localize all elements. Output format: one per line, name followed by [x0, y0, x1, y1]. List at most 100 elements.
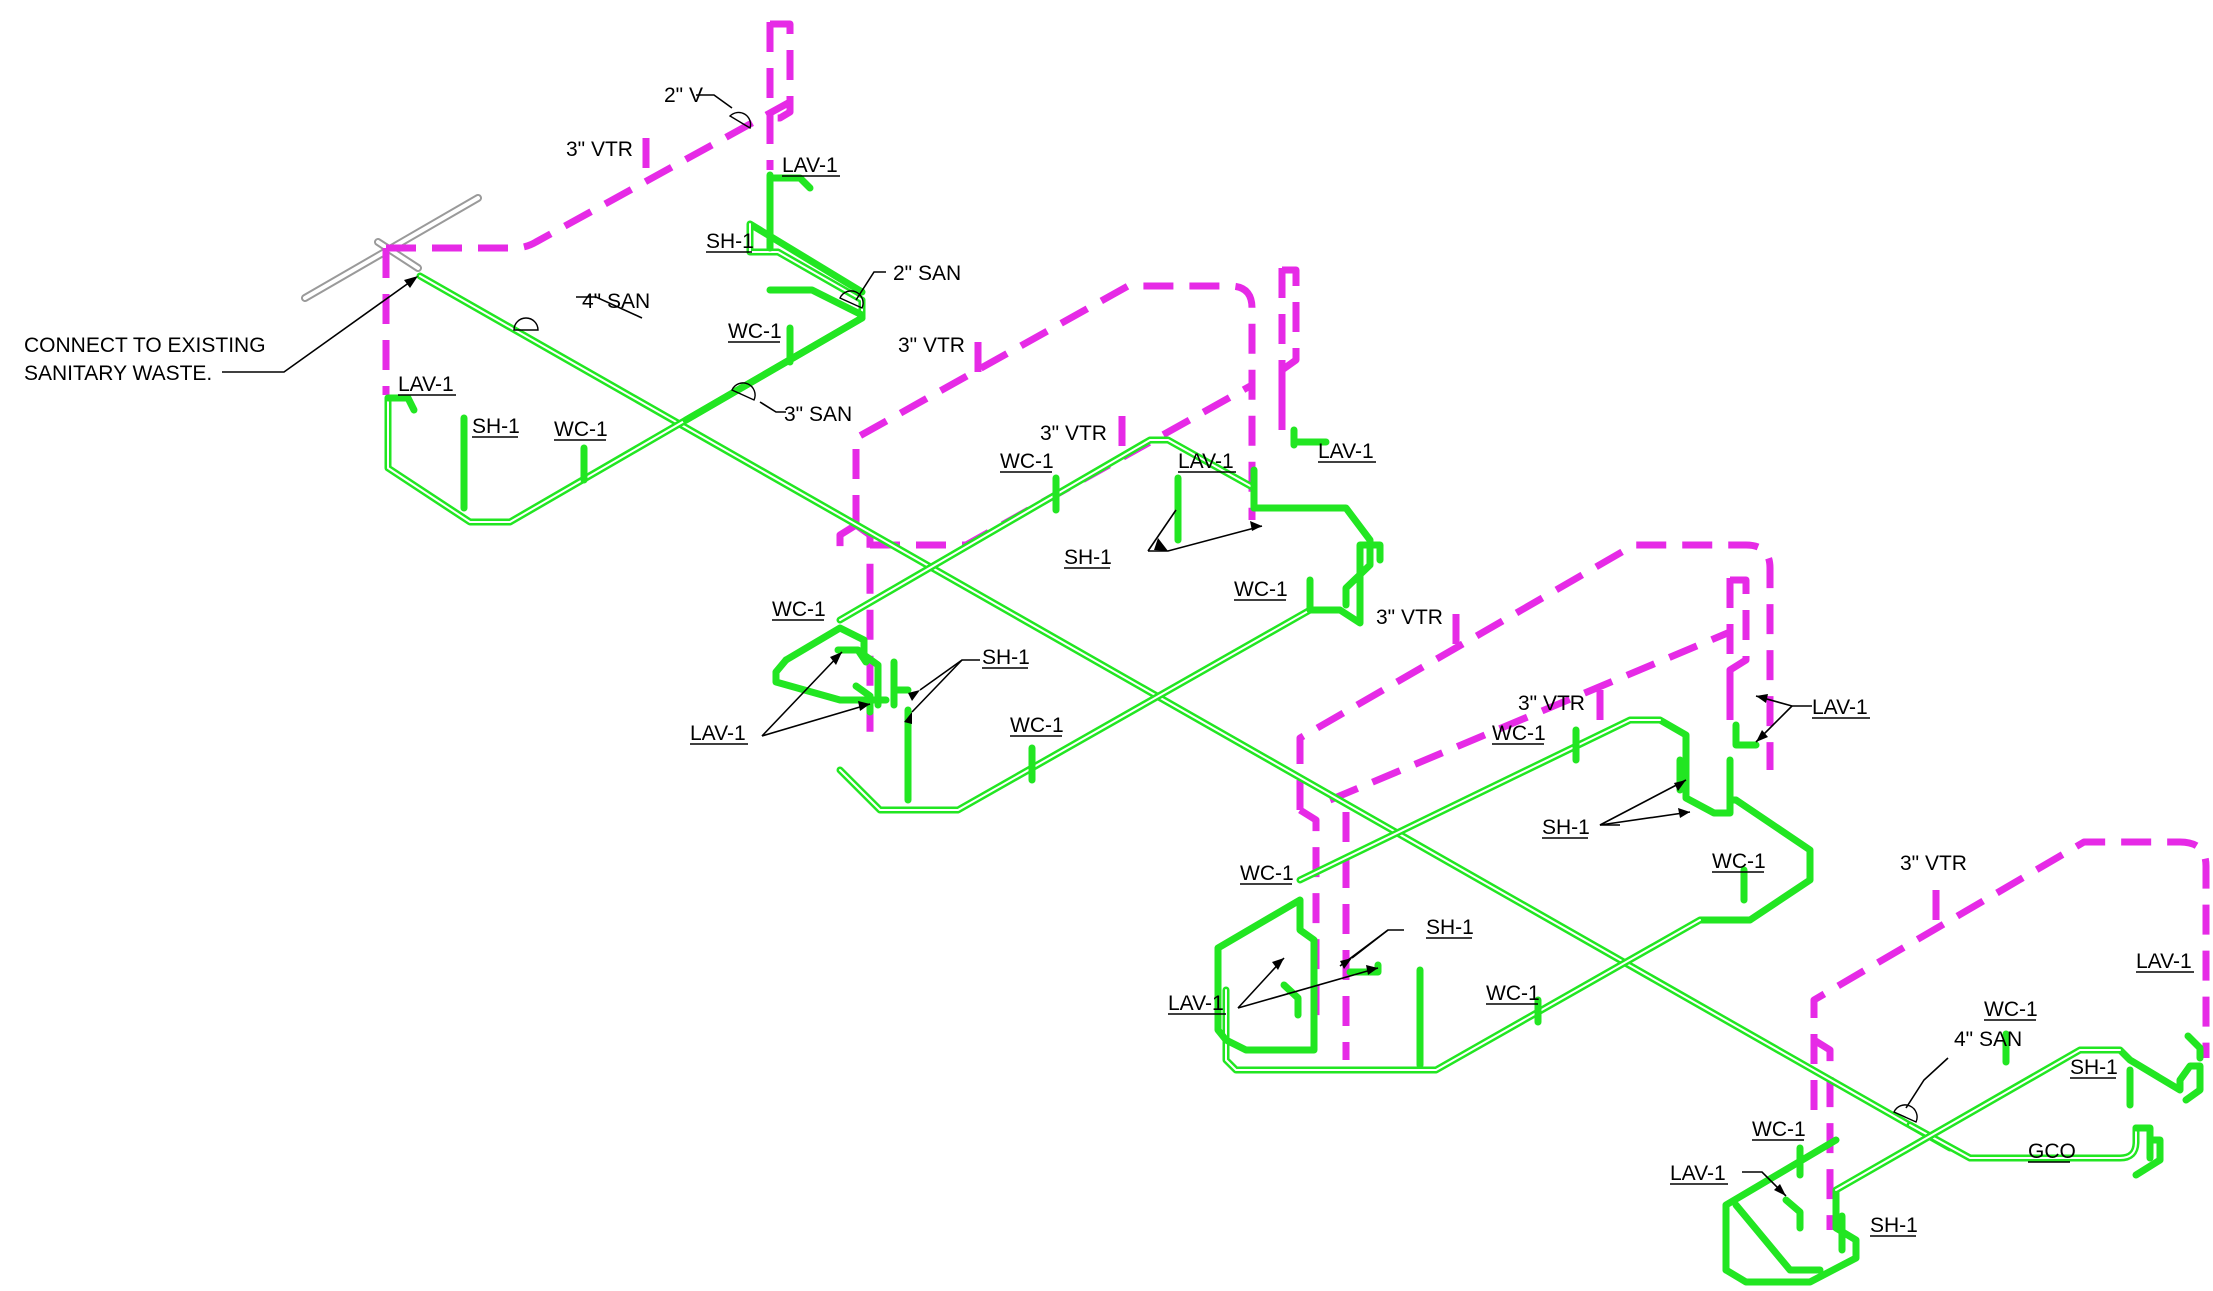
vent-run-4: [1810, 838, 2210, 1230]
fixture-tag-sh: SH-1: [1064, 546, 1112, 569]
fixture-tag-wc: WC-1: [1234, 578, 1288, 601]
fixture-tag-lav: LAV-1: [690, 722, 748, 745]
svg-text:WC-1: WC-1: [1010, 714, 1064, 737]
arrow-icon: [830, 652, 842, 665]
arrow-icon: [904, 712, 912, 724]
svg-text:SH-1: SH-1: [472, 415, 520, 438]
arrow-icon: [858, 701, 870, 711]
connect-note-line2: SANITARY WASTE.: [24, 362, 212, 385]
fixture-tag-sh: SH-1: [2070, 1056, 2118, 1079]
svg-text:LAV-1: LAV-1: [690, 722, 746, 745]
svg-text:LAV-1: LAV-1: [1318, 440, 1374, 463]
leaders: [222, 94, 1949, 1197]
fixture-tag-sh: SH-1: [1542, 816, 1590, 839]
svg-text:WC-1: WC-1: [1752, 1118, 1806, 1141]
fixture-tag-wc: WC-1: [1712, 850, 1766, 873]
fixture-tag-wc: WC-1: [772, 598, 826, 621]
arrow-icon: [1756, 694, 1768, 703]
svg-text:WC-1: WC-1: [1000, 450, 1054, 473]
fixture-tag-wc: WC-1: [1752, 1118, 1806, 1141]
fixture-tag-sh: SH-1: [982, 646, 1030, 669]
branch-size-label: 2" SAN: [893, 262, 961, 285]
fixture-tag-lav: LAV-1: [2136, 950, 2194, 973]
vent-size-label: 2" V: [664, 84, 703, 107]
fixture-tag-wc: WC-1: [1486, 982, 1540, 1005]
arrow-icon: [1340, 958, 1352, 969]
fixture-tag-wc: WC-1: [554, 418, 608, 441]
arrow-icon: [404, 276, 418, 288]
arrow-icon: [1366, 965, 1378, 975]
fixture-tag-lav: LAV-1: [398, 373, 456, 396]
svg-text:WC-1: WC-1: [772, 598, 826, 621]
vtr-label: 3" VTR: [1376, 606, 1443, 629]
fixture-tag-lav: LAV-1: [1318, 440, 1376, 463]
svg-text:WC-1: WC-1: [1240, 862, 1294, 885]
arrow-icon: [1678, 808, 1690, 818]
branch-size-label: 3" SAN: [784, 403, 852, 426]
arrow-icon: [1774, 1184, 1786, 1196]
fixture-group-1: [384, 171, 866, 526]
svg-text:LAV-1: LAV-1: [1670, 1162, 1726, 1185]
fixture-tag-wc: WC-1: [1984, 998, 2038, 1021]
fixture-tag-sh: SH-1: [706, 230, 754, 253]
annotations: CONNECT TO EXISTING SANITARY WASTE. 4" S…: [24, 84, 2194, 1237]
main-size-label-lower: 4" SAN: [1954, 1028, 2022, 1051]
vtr-label: 3" VTR: [566, 138, 633, 161]
arrow-icon: [1756, 730, 1768, 742]
arrow-icon: [908, 690, 920, 701]
svg-text:LAV-1: LAV-1: [1168, 992, 1224, 1015]
vtr-label: 3" VTR: [1518, 692, 1585, 715]
fixture-tag-sh: SH-1: [472, 415, 520, 438]
fixture-tag-lav: LAV-1: [1178, 450, 1236, 473]
svg-text:SH-1: SH-1: [982, 646, 1030, 669]
fixture-tag-wc: WC-1: [1492, 722, 1546, 745]
svg-text:WC-1: WC-1: [554, 418, 608, 441]
svg-text:SH-1: SH-1: [706, 230, 754, 253]
svg-text:WC-1: WC-1: [1234, 578, 1288, 601]
vtr-label: 3" VTR: [1040, 422, 1107, 445]
svg-text:SH-1: SH-1: [1870, 1214, 1918, 1237]
svg-text:LAV-1: LAV-1: [2136, 950, 2192, 973]
arrow-icon: [1250, 521, 1262, 531]
fixture-tag-lav: LAV-1: [782, 154, 840, 177]
vtr-label: 3" VTR: [1900, 852, 1967, 875]
svg-text:LAV-1: LAV-1: [782, 154, 838, 177]
connect-note-line1: CONNECT TO EXISTING: [24, 334, 266, 357]
vtr-label: 3" VTR: [898, 334, 965, 357]
fixture-group-2: [772, 426, 1384, 814]
fixture-tag-wc: WC-1: [1000, 450, 1054, 473]
svg-text:WC-1: WC-1: [1492, 722, 1546, 745]
pipe-size-tags: [513, 111, 1918, 1123]
svg-text:WC-1: WC-1: [728, 320, 782, 343]
fixture-group-3: [1214, 716, 1814, 1074]
fixture-tag-wc: WC-1: [1240, 862, 1294, 885]
arrow-icon: [1272, 958, 1284, 970]
svg-text:GCO: GCO: [2028, 1140, 2076, 1163]
fixture-tag-lav: LAV-1: [1670, 1162, 1728, 1185]
fixture-group-4: [1722, 1030, 2204, 1286]
svg-text:WC-1: WC-1: [1984, 998, 2038, 1021]
vent-run-1: [382, 20, 794, 395]
gco-tag: GCO: [2028, 1140, 2076, 1163]
fixture-tag-lav: LAV-1: [1168, 992, 1226, 1015]
svg-text:SH-1: SH-1: [1064, 546, 1112, 569]
svg-text:SH-1: SH-1: [1426, 916, 1474, 939]
svg-text:LAV-1: LAV-1: [398, 373, 454, 396]
main-size-label-upper: 4" SAN: [582, 290, 650, 313]
arrow-icon: [1154, 538, 1168, 551]
fixture-tag-wc: WC-1: [1010, 714, 1064, 737]
fixture-tag-lav: LAV-1: [1812, 696, 1870, 719]
svg-text:WC-1: WC-1: [1486, 982, 1540, 1005]
fixture-tag-sh: SH-1: [1870, 1214, 1918, 1237]
svg-text:LAV-1: LAV-1: [1812, 696, 1868, 719]
vent-piping: [382, 20, 2210, 1230]
svg-text:LAV-1: LAV-1: [1178, 450, 1234, 473]
waste-piping: [384, 171, 2204, 1286]
svg-text:WC-1: WC-1: [1712, 850, 1766, 873]
main-sanitary-line: [416, 272, 2164, 1179]
svg-text:SH-1: SH-1: [1542, 816, 1590, 839]
fixture-tag-sh: SH-1: [1426, 916, 1474, 939]
arrow-icon: [1674, 780, 1686, 791]
connect-leader: [222, 281, 411, 373]
